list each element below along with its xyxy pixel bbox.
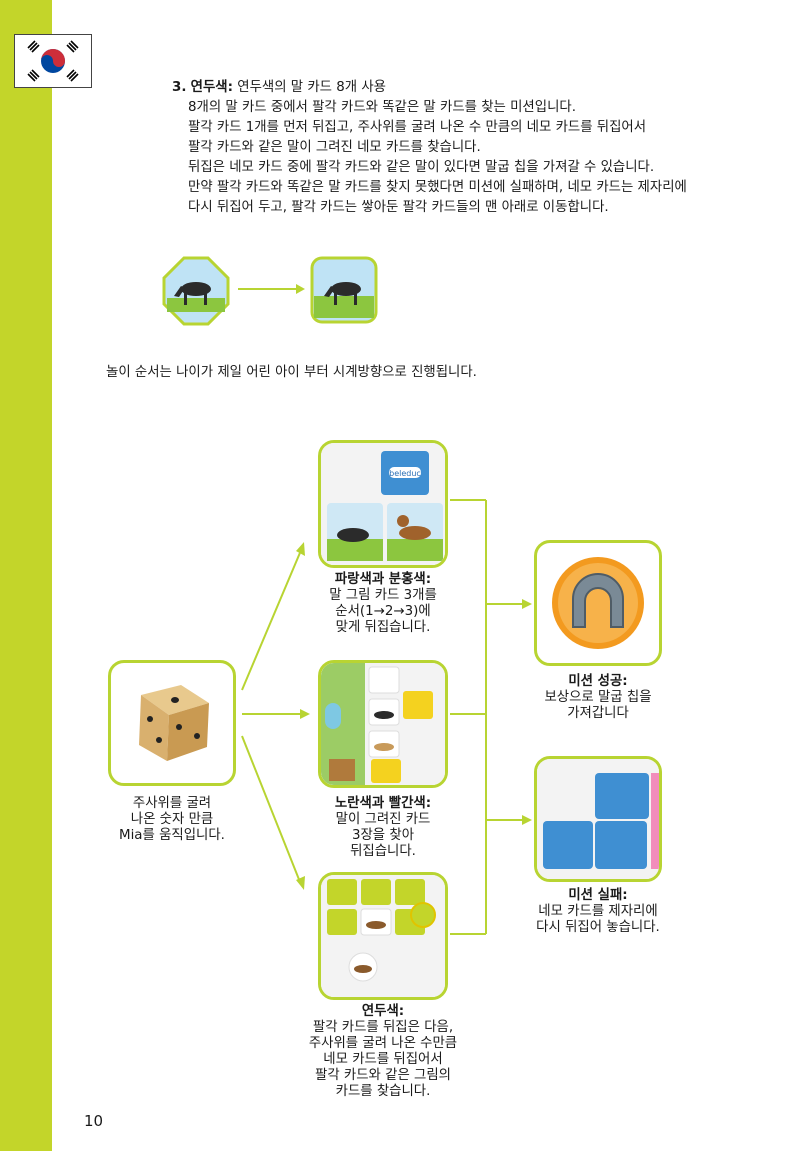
fail-caption: 미션 실패: 네모 카드를 제자리에 다시 뒤집어 놓습니다. — [506, 888, 690, 936]
yellow-red-caption: 노란색과 빨간색: 말이 그려진 카드 3장을 찾아 뒤집습니다. — [290, 796, 476, 860]
dice-caption-line: 주사위를 굴려 — [132, 796, 212, 811]
yellow-red-line: 뒤집습니다. — [350, 844, 416, 859]
green-line: 네모 카드를 뒤집어서 — [323, 1052, 443, 1067]
blue-pink-title: 파랑색과 분홍색: — [334, 572, 432, 587]
rules-heading-title: 연두색: — [190, 80, 233, 95]
rules-line: 만약 팔각 카드와 똑같은 말 카드를 찾지 못했다면 미션에 실패하며, 네모… — [188, 180, 687, 195]
dice-caption-line: 나온 숫자 만큼 — [130, 812, 214, 827]
blue-pink-line: 순서(1→2→3)에 — [335, 604, 431, 619]
blue-pink-caption: 파랑색과 분홍색: 말 그림 카드 3개를 순서(1→2→3)에 맞게 뒤집습니… — [290, 572, 476, 636]
rules-heading-number: 3. — [172, 80, 187, 95]
green-line: 팔각 카드와 같은 그림의 — [315, 1068, 451, 1083]
green-title: 연두색: — [361, 1004, 405, 1019]
rules-line: 8개의 말 카드 중에서 팔각 카드와 똑같은 말 카드를 찾는 미션입니다. — [188, 100, 576, 115]
card-brand: beleduc — [389, 469, 421, 478]
turn-order-text: 놀이 순서는 나이가 제일 어린 아이 부터 시계방향으로 진행됩니다. — [106, 365, 477, 380]
right-arrow-icon — [238, 284, 305, 294]
yellow-red-line: 3장을 찾아 — [351, 828, 415, 843]
octagon-to-square-demo — [162, 256, 382, 326]
dice-caption-line: Mia를 움직입니다. — [119, 828, 225, 843]
success-title: 미션 성공: — [568, 674, 628, 689]
dice-caption: 주사위를 굴려 나온 숫자 만큼 Mia를 움직입니다. — [80, 796, 264, 844]
yellow-red-card-photo — [318, 660, 448, 788]
side-color-bar — [0, 0, 52, 1151]
blue-pink-card-photo: beleduc — [318, 440, 448, 568]
fail-title: 미션 실패: — [568, 888, 628, 903]
yellow-red-line: 말이 그려진 카드 — [335, 812, 431, 827]
blue-pink-line: 맞게 뒤집습니다. — [335, 620, 431, 635]
fail-line: 네모 카드를 제자리에 — [538, 904, 658, 919]
rules-heading: 3. 연두색: 연두색의 말 카드 8개 사용 — [172, 78, 687, 98]
wooden-dice-icon — [139, 685, 209, 761]
dice-card — [108, 660, 236, 786]
fail-line: 다시 뒤집어 놓습니다. — [536, 920, 660, 935]
blue-pink-line: 말 그림 카드 3개를 — [329, 588, 437, 603]
rules-line: 팔각 카드와 같은 말이 그려진 네모 카드를 찾습니다. — [188, 140, 481, 155]
green-mission-rules: 3. 연두색: 연두색의 말 카드 8개 사용 8개의 말 카드 중에서 팔각 … — [172, 78, 687, 218]
green-line: 주사위를 굴려 나온 수만큼 — [308, 1036, 458, 1051]
success-card — [534, 540, 662, 666]
rules-heading-rest: 연두색의 말 카드 8개 사용 — [233, 80, 386, 95]
green-card-photo — [318, 872, 448, 1000]
south-korea-flag-icon — [14, 34, 92, 88]
green-line: 카드를 찾습니다. — [335, 1084, 431, 1099]
yellow-red-title: 노란색과 빨간색: — [334, 796, 432, 811]
square-horse-card — [310, 256, 378, 324]
fail-card-photo — [534, 756, 662, 882]
green-caption: 연두색: 팔각 카드를 뒤집은 다음, 주사위를 굴려 나온 수만큼 네모 카드… — [286, 1004, 480, 1100]
rules-line: 다시 뒤집어 두고, 팔각 카드는 쌓아둔 팔각 카드들의 맨 아래로 이동합니… — [188, 200, 609, 215]
success-line: 보상으로 말굽 칩을 — [544, 690, 652, 705]
octagon-horse-card — [162, 256, 230, 326]
success-line: 가져갑니다 — [567, 706, 629, 721]
horseshoe-chip-icon — [552, 557, 644, 649]
page-number: 10 — [84, 1112, 104, 1130]
rules-line: 뒤집은 네모 카드 중에 팔각 카드와 같은 말이 있다면 말굽 칩을 가져갈 … — [188, 160, 655, 175]
rules-line: 팔각 카드 1개를 먼저 뒤집고, 주사위를 굴려 나온 수 만큼의 네모 카드… — [188, 120, 647, 135]
green-line: 팔각 카드를 뒤집은 다음, — [312, 1020, 454, 1035]
success-caption: 미션 성공: 보상으로 말굽 칩을 가져갑니다 — [508, 674, 688, 722]
